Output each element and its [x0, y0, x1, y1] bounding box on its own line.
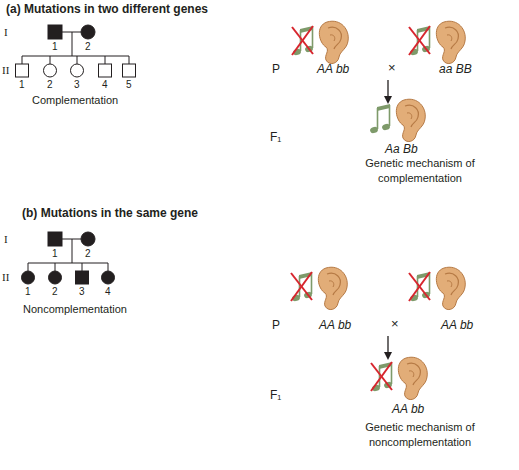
individual-number: 2	[85, 41, 91, 53]
deaf-icon	[409, 21, 465, 63]
individual-number: 1	[52, 41, 58, 53]
genotype: AA bb	[317, 62, 349, 76]
generation-label: P	[272, 318, 280, 332]
individual-number: 4	[105, 286, 111, 298]
generation-label: P	[272, 62, 280, 76]
deaf-icon	[371, 357, 427, 399]
deaf-icon	[292, 21, 348, 63]
mechanism-caption: Genetic mechanism of noncomplementation	[355, 420, 485, 450]
panel-heading: (a) Mutations in two different genes	[6, 2, 208, 16]
genotype: aa BB	[439, 62, 472, 76]
cross-arrow	[387, 336, 388, 356]
individual-number: 3	[79, 286, 85, 298]
deaf-icon	[409, 267, 465, 309]
cross-arrow	[387, 80, 388, 100]
genotype: AA bb	[392, 402, 424, 416]
pedigree-a	[16, 25, 136, 77]
pedigree-b	[22, 232, 115, 284]
individual-number: 5	[126, 79, 132, 91]
generation-numeral: II	[2, 271, 9, 284]
panel-heading: (b) Mutations in the same gene	[22, 206, 198, 220]
individual-number: 2	[52, 286, 58, 298]
individual-number: 2	[47, 79, 53, 91]
generation-numeral: II	[2, 64, 9, 77]
pedigree-caption: Complementation	[32, 94, 118, 107]
generation-numeral: I	[4, 233, 8, 246]
individual-number: 4	[102, 79, 108, 91]
generation-label: F₁	[270, 130, 281, 144]
cross-sign: ×	[388, 60, 396, 76]
genotype: AA bb	[441, 318, 473, 332]
deaf-icon	[291, 267, 347, 309]
pedigree-caption: Noncomplementation	[23, 303, 127, 316]
genotype: AA bb	[319, 318, 351, 332]
genotype: Aa Bb	[385, 142, 418, 156]
generation-numeral: I	[4, 26, 8, 39]
individual-number: 2	[85, 248, 91, 260]
generation-label: F₁	[270, 388, 281, 402]
hearing-icon	[369, 99, 425, 141]
mechanism-caption: Genetic mechanism of complementation	[355, 156, 485, 186]
individual-number: 1	[25, 286, 31, 298]
individual-number: 3	[74, 79, 80, 91]
cross-sign: ×	[391, 316, 399, 332]
individual-number: 1	[19, 79, 25, 91]
individual-number: 1	[52, 248, 58, 260]
